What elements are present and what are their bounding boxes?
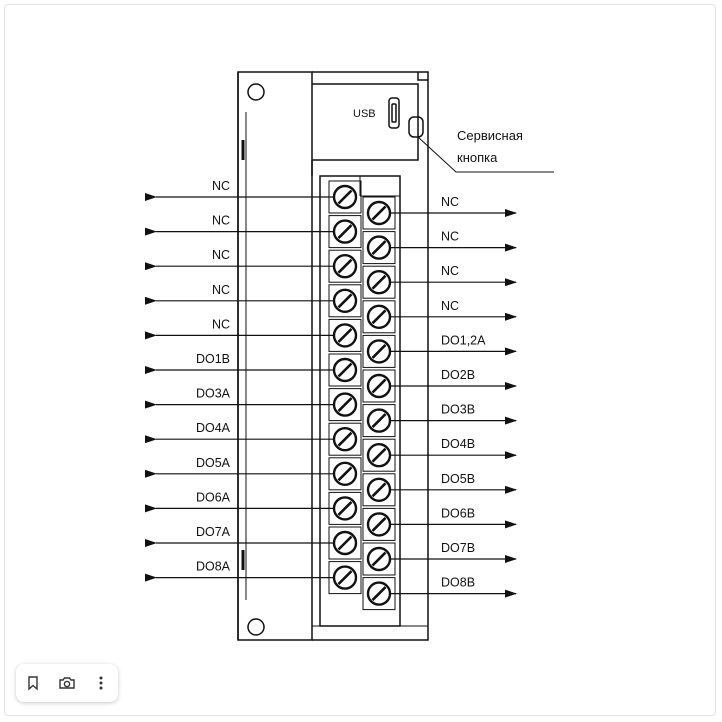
image-toolbar bbox=[16, 664, 118, 702]
terminal-right-1 bbox=[362, 196, 396, 230]
label-right-6: DO2B bbox=[441, 368, 475, 382]
terminal-right-6 bbox=[362, 369, 396, 403]
terminal-right-8 bbox=[362, 438, 396, 472]
more-options-button[interactable] bbox=[87, 669, 115, 697]
label-left-7: DO3A bbox=[196, 387, 231, 401]
terminal-right-7 bbox=[362, 404, 396, 438]
mount-hole-bottom bbox=[247, 618, 265, 636]
label-left-12: DO8A bbox=[196, 560, 231, 574]
terminal-right-4 bbox=[362, 300, 396, 334]
label-left-8: DO4A bbox=[196, 421, 231, 435]
service-button-icon bbox=[408, 116, 424, 138]
terminal-left-12 bbox=[328, 561, 362, 595]
terminal-left-11 bbox=[328, 526, 362, 560]
terminal-right-12 bbox=[362, 577, 396, 611]
label-left-10: DO6A bbox=[196, 490, 231, 504]
label-left-4: NC bbox=[212, 283, 230, 297]
left-outputs: NC NC NC NC NC DO1B DO3A DO4A DO5A DO6A DO7A DO8A bbox=[145, 179, 333, 582]
label-right-5: DO1,2A bbox=[441, 333, 486, 347]
terminal-right-2 bbox=[362, 231, 396, 265]
terminal-left-8 bbox=[328, 422, 362, 456]
terminal-left-2 bbox=[328, 215, 362, 249]
label-right-3: NC bbox=[441, 264, 459, 278]
label-right-7: DO3B bbox=[441, 403, 475, 417]
usb-port-icon bbox=[388, 97, 400, 129]
label-left-2: NC bbox=[212, 214, 230, 228]
label-left-5: NC bbox=[212, 317, 230, 331]
service-button-leader bbox=[417, 136, 554, 173]
label-left-11: DO7A bbox=[196, 525, 231, 539]
label-left-1: NC bbox=[212, 179, 230, 193]
more-vertical-icon bbox=[99, 676, 103, 690]
mount-hole-top bbox=[247, 83, 265, 101]
terminal-left-9 bbox=[328, 457, 362, 491]
terminal-right-5 bbox=[362, 334, 396, 368]
terminal-right-9 bbox=[362, 473, 396, 507]
label-left-3: NC bbox=[212, 248, 230, 262]
terminal-left-6 bbox=[328, 353, 362, 387]
label-right-8: DO4B bbox=[441, 437, 475, 451]
right-outputs: NC NC NC NC DO1,2A DO2B DO3B DO4B DO5B DO6B DO7B DO… bbox=[391, 195, 517, 598]
service-button-label-line1: Сервисная bbox=[457, 128, 523, 143]
terminal-left-1 bbox=[328, 180, 362, 214]
service-button-label-line2: кнопка bbox=[457, 150, 498, 165]
label-right-11: DO7B bbox=[441, 541, 475, 555]
label-left-9: DO5A bbox=[196, 456, 231, 470]
terminal-right-11 bbox=[362, 542, 396, 576]
visual-search-button[interactable] bbox=[53, 669, 81, 697]
terminal-left-5 bbox=[328, 318, 362, 352]
label-right-2: NC bbox=[441, 230, 459, 244]
terminal-right-3 bbox=[362, 265, 396, 299]
label-right-4: NC bbox=[441, 299, 459, 313]
terminal-left-4 bbox=[328, 284, 362, 318]
module-housing bbox=[237, 71, 429, 641]
terminal-left-7 bbox=[328, 388, 362, 422]
terminal-screws bbox=[328, 180, 396, 611]
label-right-10: DO6B bbox=[441, 506, 475, 520]
terminal-left-10 bbox=[328, 491, 362, 525]
usb-label: USB bbox=[353, 108, 376, 120]
label-right-9: DO5B bbox=[441, 472, 475, 486]
image-frame bbox=[4, 4, 716, 716]
terminal-left-3 bbox=[328, 249, 362, 283]
label-right-1: NC bbox=[441, 195, 459, 209]
terminal-right-10 bbox=[362, 507, 396, 541]
label-right-12: DO8B bbox=[441, 576, 475, 590]
bookmark-icon bbox=[28, 676, 38, 691]
label-left-6: DO1B bbox=[196, 352, 230, 366]
camera-search-icon bbox=[59, 677, 75, 689]
bookmark-button[interactable] bbox=[19, 669, 47, 697]
